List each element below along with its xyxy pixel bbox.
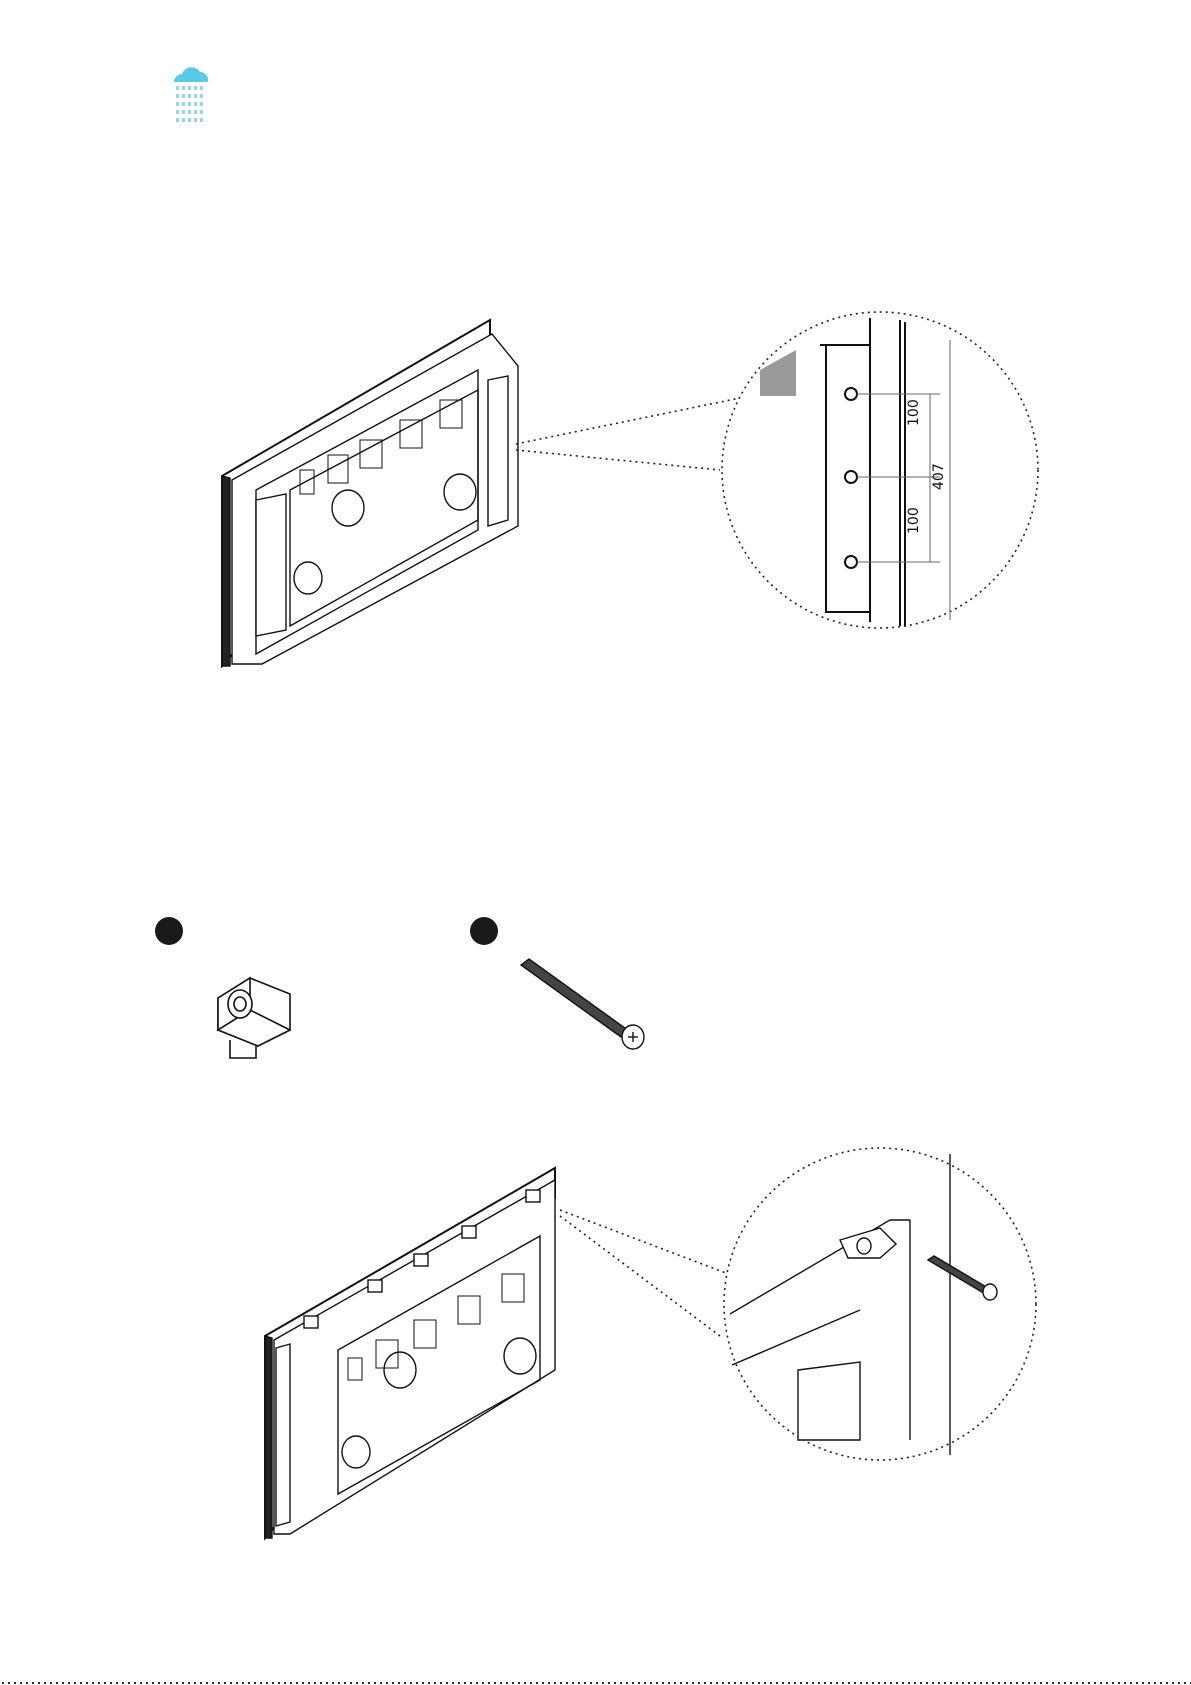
dimension-overall-label: 407 — [931, 463, 947, 490]
long-bolt-icon — [515, 955, 665, 1055]
monitor-rear-illustration-bottom — [0, 1140, 1191, 1570]
dimension-lower-label: 100 — [906, 507, 922, 534]
monitor-rear-illustration-top — [0, 0, 1191, 720]
page-bottom-border — [0, 1681, 1191, 1685]
bracket-clip-icon — [200, 970, 310, 1070]
dimension-upper-label: 100 — [906, 399, 922, 426]
part-marker-2 — [470, 917, 498, 945]
part-marker-1 — [155, 917, 183, 945]
